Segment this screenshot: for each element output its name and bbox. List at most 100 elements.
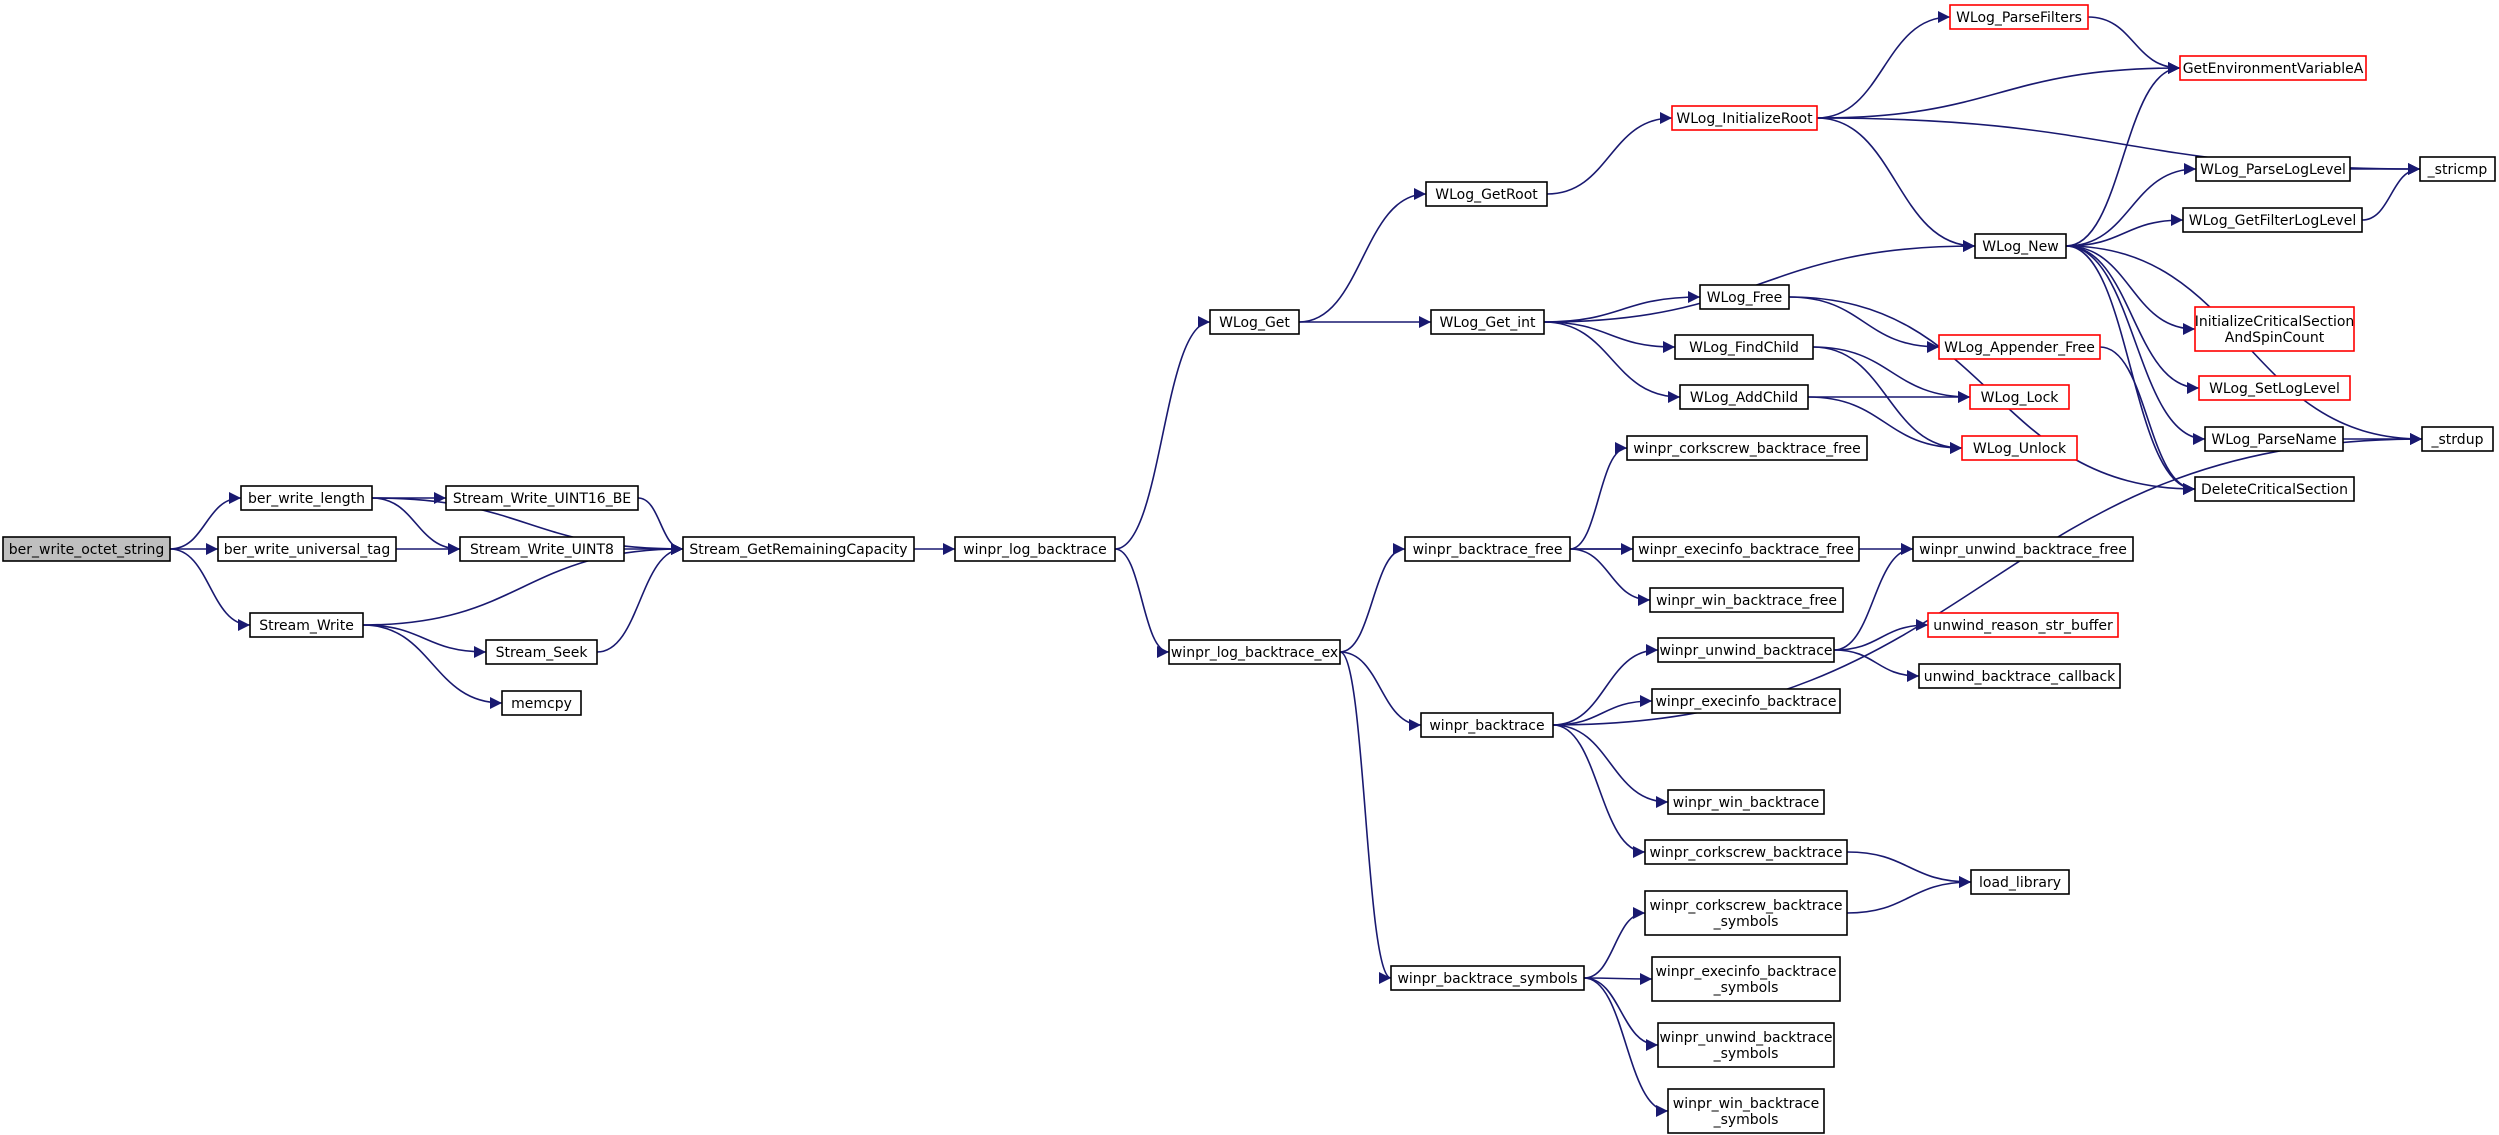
node-stricmp[interactable]: _stricmp [2419,156,2496,182]
node-label: winpr_corkscrew_backtrace [1650,898,1843,914]
edge-stream-write-to-stream-get-remaining-capacity [362,543,684,626]
node-wlog-lock[interactable]: WLog_Lock [1969,384,2070,410]
node-winpr-backtrace-symbols[interactable]: winpr_backtrace_symbols [1390,965,1585,991]
node-box [1912,536,2134,562]
node-box [1974,233,2067,259]
node-wlog-initialize-root[interactable]: WLog_InitializeRoot [1671,105,1818,131]
node-layer: ber_write_octet_string ber_write_lengthbe… [2,4,2496,1134]
node-stream-get-remaining-capacity[interactable]: Stream_GetRemainingCapacity [682,536,915,562]
node-wlog-get-int[interactable]: WLog_Get_int [1430,309,1545,335]
node-unwind-backtrace-callback[interactable]: unwind_backtrace_callback [1918,663,2121,689]
node-winpr-unwind-backtrace[interactable]: winpr_unwind_backtrace [1657,637,1835,663]
node-stream-write-uint8[interactable]: Stream_Write_UINT8 [459,536,625,562]
node-winpr-corkscrew-backtrace-symbols[interactable]: winpr_corkscrew_backtrace_symbols [1644,890,1848,936]
edge-winpr-backtrace-to-winpr-corkscrew-backtrace [1552,724,1646,858]
node-label: unwind_reason_str_buffer [1933,618,2113,634]
node-label: WLog_FindChild [1689,340,1799,356]
node-box [1404,536,1571,562]
edge-winpr-unwind-backtrace-to-unwind-backtrace-callback [1833,649,1920,682]
node-stream-write-uint16-be[interactable]: Stream_Write_UINT16_BE [445,485,639,511]
node-box [1927,612,2119,638]
node-winpr-unwind-backtrace-free[interactable]: winpr_unwind_backtrace_free [1912,536,2134,562]
node-label: Stream_Seek [496,645,589,661]
node-box [1667,1088,1825,1134]
node-label: GetEnvironmentVariableA [2183,61,2364,77]
node-box [2421,426,2494,452]
node-box [2419,156,2496,182]
node-label: winpr_corkscrew_backtrace_free [1633,441,1861,457]
node-winpr-win-backtrace-free[interactable]: winpr_win_backtrace_free [1649,587,1844,613]
node-winpr-corkscrew-backtrace-free[interactable]: winpr_corkscrew_backtrace_free [1626,435,1868,461]
node-load-library[interactable]: load_library [1970,869,2070,895]
node-label: load_library [1979,875,2061,891]
edge-ber-write-octet-string-to-ber-write-length [169,492,242,550]
node-ber-write-length[interactable]: ber_write_length [240,485,373,511]
node-stream-seek[interactable]: Stream_Seek [485,639,598,665]
node-label: winpr_win_backtrace [1673,1096,1819,1112]
edge-winpr-backtrace-free-to-winpr-win-backtrace-free [1569,548,1651,606]
node-box [501,690,582,716]
node-label: WLog_Lock [1981,390,2060,406]
node-strdup[interactable]: _strdup [2421,426,2494,452]
node-box [1644,890,1848,936]
node-box [1671,105,1818,131]
edge-ber-write-octet-string-to-stream-write [169,548,251,631]
node-box [2179,55,2367,81]
node-label: _strdup [2431,432,2484,448]
node-winpr-log-backtrace-ex[interactable]: winpr_log_backtrace_ex [1168,639,1341,665]
node-winpr-corkscrew-backtrace[interactable]: winpr_corkscrew_backtrace [1644,839,1848,865]
node-box [445,485,639,511]
node-wlog-new[interactable]: WLog_New [1974,233,2067,259]
node-label: AndSpinCount [2225,330,2325,346]
node-label: winpr_unwind_backtrace [1659,643,1832,659]
node-ber-write-universal-tag[interactable]: ber_write_universal_tag [217,536,397,562]
edge-wlog-initialize-root-to-get-environment-variable-a [1816,62,2181,119]
node-ber-write-octet-string[interactable]: ber_write_octet_string [2,536,171,562]
edge-wlog-new-to-wlog-get-filter-log-level [2065,214,2184,247]
node-box [1420,712,1554,738]
node-wlog-parse-filters[interactable]: WLog_ParseFilters [1949,4,2089,30]
node-winpr-unwind-backtrace-symbols[interactable]: winpr_unwind_backtrace_symbols [1657,1022,1835,1068]
node-winpr-execinfo-backtrace[interactable]: winpr_execinfo_backtrace [1651,688,1841,714]
node-box [249,612,364,638]
node-winpr-backtrace[interactable]: winpr_backtrace [1420,712,1554,738]
edge-wlog-new-to-initialize-critical-section-and-spin-count [2065,245,2196,335]
edge-winpr-backtrace-free-to-winpr-corkscrew-backtrace-free [1569,442,1628,550]
node-wlog-find-child[interactable]: WLog_FindChild [1674,334,1814,360]
node-box [1626,435,1868,461]
node-wlog-parse-log-level[interactable]: WLog_ParseLogLevel [2195,156,2351,182]
node-wlog-parse-name[interactable]: WLog_ParseName [2204,426,2344,452]
node-wlog-free[interactable]: WLog_Free [1699,284,1790,310]
node-wlog-get-root[interactable]: WLog_GetRoot [1425,181,1548,207]
node-box [2204,426,2344,452]
node-label: winpr_execinfo_backtrace [1655,694,1836,710]
node-winpr-execinfo-backtrace-symbols[interactable]: winpr_execinfo_backtrace_symbols [1651,956,1841,1002]
node-memcpy[interactable]: memcpy [501,690,582,716]
edge-wlog-get-root-to-wlog-initialize-root [1546,112,1673,195]
node-unwind-reason-str-buffer[interactable]: unwind_reason_str_buffer [1927,612,2119,638]
node-wlog-add-child[interactable]: WLog_AddChild [1679,384,1809,410]
node-wlog-get-filter-log-level[interactable]: WLog_GetFilterLogLevel [2182,207,2363,233]
node-winpr-log-backtrace[interactable]: winpr_log_backtrace [954,536,1116,562]
edge-wlog-get-int-to-wlog-find-child [1543,321,1676,353]
node-winpr-execinfo-backtrace-free[interactable]: winpr_execinfo_backtrace_free [1632,536,1860,562]
node-label: winpr_win_backtrace_free [1656,593,1837,609]
node-winpr-win-backtrace-symbols[interactable]: winpr_win_backtrace_symbols [1667,1088,1825,1134]
node-wlog-unlock[interactable]: WLog_Unlock [1961,435,2078,461]
edge-wlog-initialize-root-to-wlog-new [1816,117,1976,252]
node-box [485,639,598,665]
node-delete-critical-section[interactable]: DeleteCriticalSection [2194,476,2355,502]
node-winpr-backtrace-free[interactable]: winpr_backtrace_free [1404,536,1571,562]
node-winpr-win-backtrace[interactable]: winpr_win_backtrace [1667,789,1825,815]
node-box [2194,476,2355,502]
node-box [1168,639,1341,665]
node-stream-write[interactable]: Stream_Write [249,612,364,638]
node-wlog-appender-free[interactable]: WLog_Appender_Free [1938,334,2101,360]
node-get-environment-variable-a[interactable]: GetEnvironmentVariableA [2179,55,2367,81]
node-wlog-get[interactable]: WLog_Get [1209,309,1300,335]
node-box [459,536,625,562]
edge-wlog-find-child-to-wlog-lock [1812,346,1971,403]
node-wlog-set-log-level[interactable]: WLog_SetLogLevel [2198,375,2351,401]
node-label: WLog_Unlock [1973,441,2067,457]
